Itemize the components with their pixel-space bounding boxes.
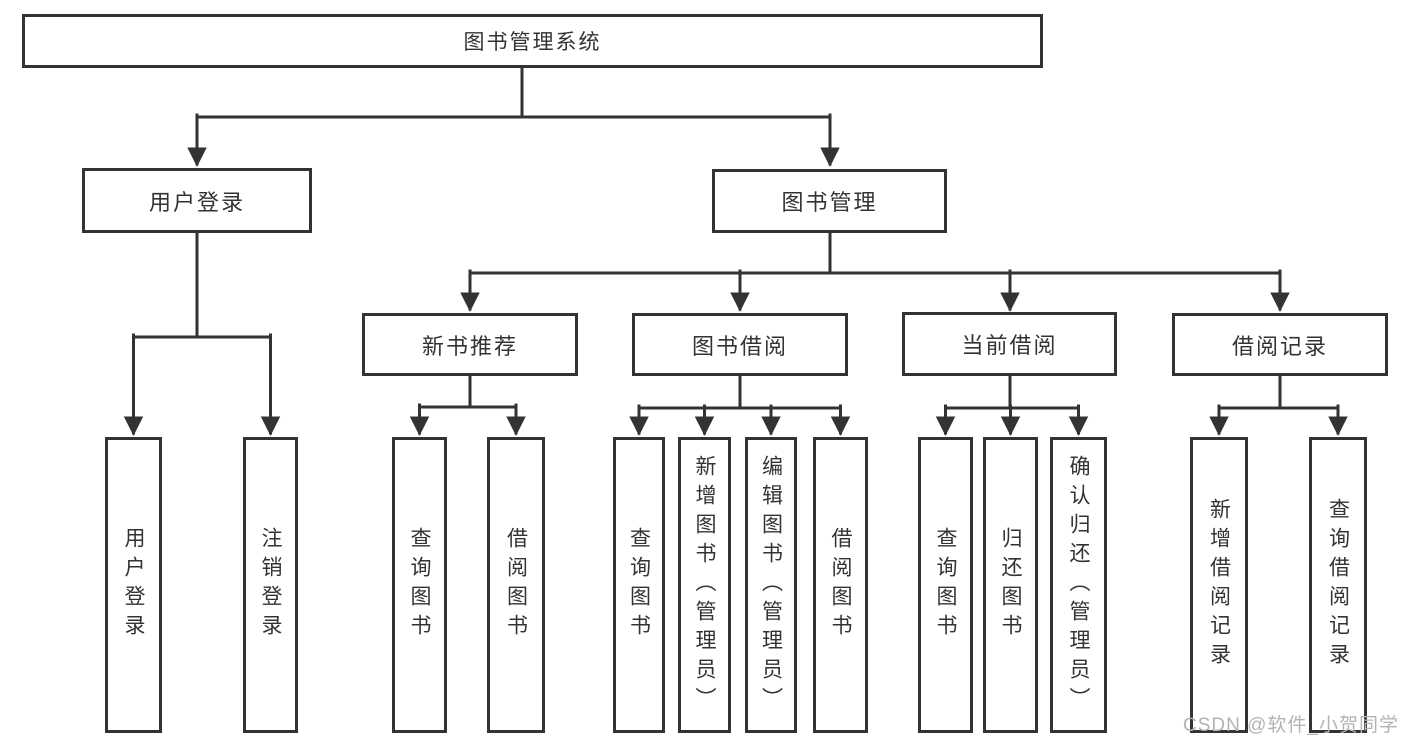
node-book-management: 图书管理 [712, 169, 947, 233]
leaf-label: 注销登录 [259, 527, 283, 643]
node-label: 当前借阅 [961, 333, 1058, 358]
node-current-borrow: 当前借阅 [902, 312, 1117, 376]
leaf-add-books-admin: 新增图书（管理员） [678, 437, 731, 733]
leaf-label: 借阅图书 [504, 527, 528, 643]
leaf-confirm-return-admin: 确认归还（管理员） [1050, 437, 1107, 733]
leaf-user-login: 用户登录 [105, 437, 162, 733]
leaf-label: 编辑图书（管理员） [759, 454, 783, 716]
leaf-query-books-current: 查询图书 [918, 437, 973, 733]
leaf-query-borrow-record: 查询借阅记录 [1309, 437, 1367, 733]
node-label: 用户登录 [148, 189, 245, 215]
node-user-login: 用户登录 [82, 168, 312, 233]
leaf-label: 用户登录 [122, 527, 146, 643]
leaf-label: 新增图书（管理员） [693, 454, 717, 716]
node-borrow-records: 借阅记录 [1172, 313, 1388, 376]
node-label: 新书推荐 [421, 333, 518, 359]
node-library-system: 图书管理系统 [22, 14, 1043, 68]
node-label: 图书管理 [781, 190, 878, 215]
leaf-label: 归还图书 [999, 527, 1023, 643]
node-book-borrow: 图书借阅 [632, 313, 848, 376]
leaf-logout: 注销登录 [243, 437, 298, 733]
leaf-borrow-books-recommend: 借阅图书 [487, 437, 545, 733]
leaf-label: 确认归还（管理员） [1067, 454, 1091, 716]
leaf-borrow-books: 借阅图书 [813, 437, 868, 733]
leaf-label: 查询图书 [627, 527, 651, 643]
node-label: 借阅记录 [1231, 333, 1328, 359]
leaf-add-borrow-record: 新增借阅记录 [1190, 437, 1248, 733]
node-label: 图书管理系统 [463, 31, 602, 54]
leaf-label: 新增借阅记录 [1207, 498, 1231, 672]
leaf-label: 查询图书 [934, 527, 958, 643]
leaf-label: 借阅图书 [829, 527, 853, 643]
leaf-return-books: 归还图书 [983, 437, 1038, 733]
leaf-edit-books-admin: 编辑图书（管理员） [745, 437, 797, 733]
leaf-label: 查询图书 [408, 527, 432, 643]
leaf-label: 查询借阅记录 [1326, 498, 1350, 672]
leaf-query-books-recommend: 查询图书 [392, 437, 447, 733]
node-label: 图书借阅 [691, 333, 788, 359]
node-new-book-recommend: 新书推荐 [362, 313, 578, 376]
csdn-watermark: CSDN @软件_小贺同学 [1183, 715, 1399, 736]
leaf-query-books-borrow: 查询图书 [613, 437, 665, 733]
